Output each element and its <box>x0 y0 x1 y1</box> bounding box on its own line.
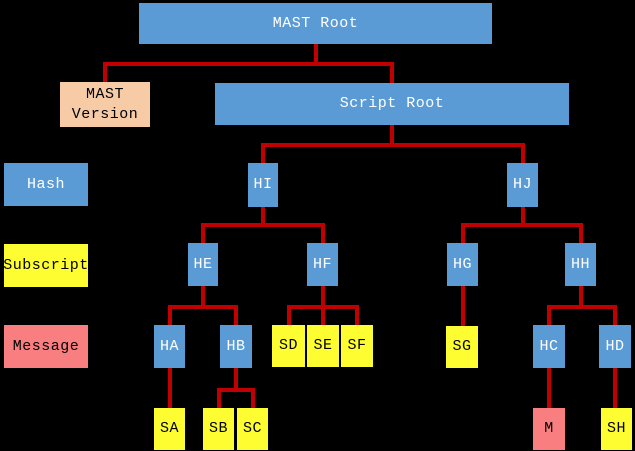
node-mast_version: MAST Version <box>60 82 150 127</box>
node-sc: SC <box>237 408 268 450</box>
edge-hh-bar <box>547 305 617 309</box>
edge-hd-sh <box>613 368 617 408</box>
edge-script_root-hi <box>261 143 265 163</box>
edge-hf-stem <box>320 286 325 309</box>
edge-he-ha <box>167 305 172 325</box>
edge-hi-stem <box>261 207 265 227</box>
node-se: SE <box>307 325 339 367</box>
edge-mast_root-script_root <box>390 62 394 83</box>
node-hi: HI <box>248 163 278 207</box>
edge-he-hb <box>234 305 238 325</box>
node-hh: HH <box>565 243 596 286</box>
legend-subscript: Subscript <box>3 244 88 287</box>
node-sd: SD <box>272 325 305 367</box>
edge-hb-bar <box>216 388 255 392</box>
node-ha: HA <box>154 325 185 368</box>
edge-hh-hc <box>547 305 551 325</box>
node-hj: HJ <box>507 163 538 207</box>
node-sf: SF <box>341 325 373 367</box>
edge-hc-m <box>547 368 551 408</box>
node-hf: HF <box>307 243 338 286</box>
node-he: HE <box>188 243 218 286</box>
edge-hb-stem <box>234 368 238 392</box>
node-script_root: Script Root <box>215 83 569 125</box>
edge-hf-sd <box>286 305 291 325</box>
legend-hash: Hash <box>4 163 88 206</box>
legend-message: Message <box>4 325 88 368</box>
edge-hi-bar <box>201 223 325 227</box>
edge-script_root-hj <box>520 143 525 163</box>
node-m: M <box>533 408 565 450</box>
edge-mast_root-bar <box>103 62 394 66</box>
node-hd: HD <box>599 325 631 368</box>
edge-hj-stem <box>520 207 525 227</box>
edge-hh-hd <box>613 305 617 325</box>
edge-hf-sf <box>355 305 359 325</box>
edge-mast_root-stem <box>313 44 318 66</box>
edge-hj-bar <box>460 223 583 227</box>
edge-script_root-bar <box>261 143 525 147</box>
edge-hi-hf <box>320 223 325 243</box>
edge-hg-sg <box>460 286 465 326</box>
edge-hi-he <box>201 223 205 243</box>
node-sg: SG <box>446 326 478 368</box>
edge-hf-se <box>321 305 325 325</box>
edge-he-bar <box>167 305 238 309</box>
edge-ha-sa <box>167 368 172 408</box>
edge-he-stem <box>201 286 205 309</box>
edge-hj-hg <box>460 223 465 243</box>
node-hc: HC <box>533 325 565 368</box>
edge-hj-hh <box>578 223 583 243</box>
node-hg: HG <box>447 243 478 286</box>
edge-mast_root-mast_version <box>103 62 107 82</box>
node-hb: HB <box>220 325 252 368</box>
node-sh: SH <box>601 408 632 450</box>
node-sb: SB <box>203 408 234 450</box>
edge-script_root-stem <box>390 125 394 147</box>
node-mast_root: MAST Root <box>139 3 492 44</box>
edge-hh-stem <box>578 286 583 309</box>
edge-hb-sb <box>216 388 221 408</box>
edge-hb-sc <box>250 388 255 408</box>
node-sa: SA <box>154 408 185 450</box>
